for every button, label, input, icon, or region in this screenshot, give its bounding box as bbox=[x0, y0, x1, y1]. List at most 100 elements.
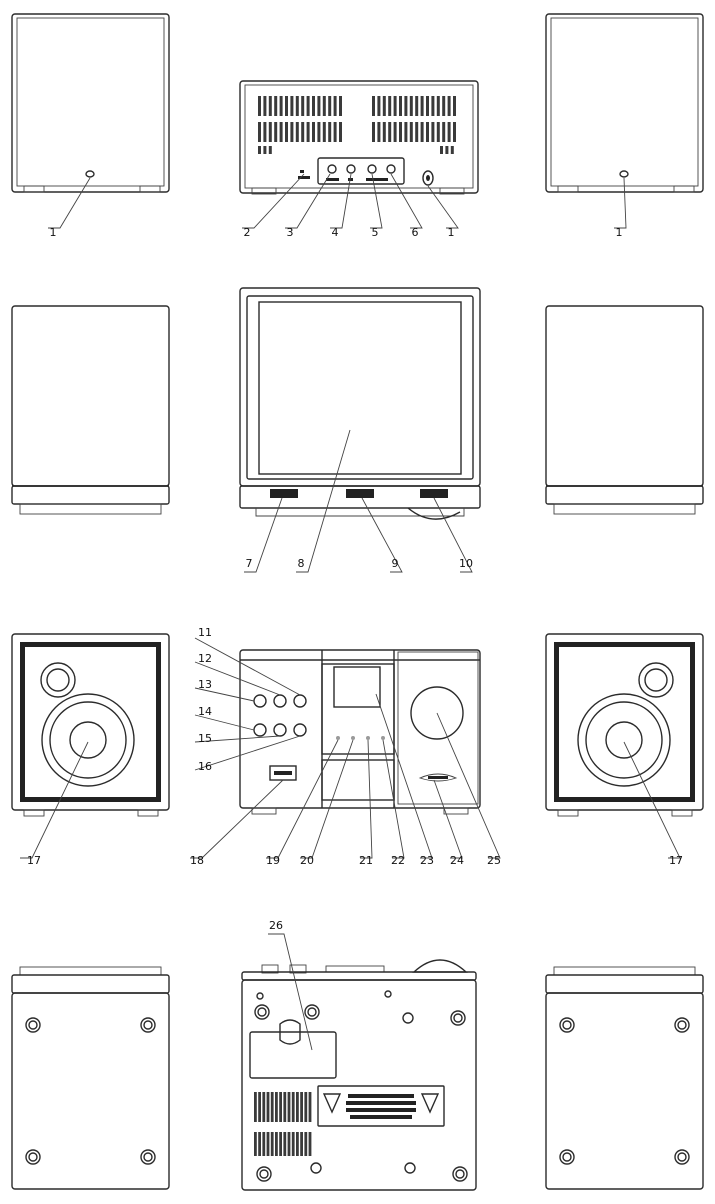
vent-slot bbox=[317, 122, 321, 142]
vent-slot bbox=[263, 96, 267, 116]
vent-slot bbox=[291, 1092, 295, 1122]
callout-19: 19 bbox=[266, 854, 280, 867]
vent-slot bbox=[308, 1132, 312, 1156]
callout-7: 7 bbox=[246, 557, 253, 570]
callout-1: 1 bbox=[616, 226, 623, 239]
callout-20: 20 bbox=[300, 854, 314, 867]
ventilation-grille bbox=[258, 96, 456, 154]
callout-12: 12 bbox=[198, 652, 212, 665]
vent-slot bbox=[372, 122, 375, 142]
callout-22: 22 bbox=[391, 854, 405, 867]
callout-2: 2 bbox=[244, 226, 251, 239]
vent-slot bbox=[453, 96, 456, 116]
vent-slot bbox=[436, 122, 440, 142]
vent-slot bbox=[388, 122, 392, 142]
vent-slot bbox=[306, 96, 310, 116]
vent-slot bbox=[254, 1092, 257, 1122]
cd-center-slider bbox=[346, 489, 374, 498]
callout-13: 13 bbox=[198, 678, 212, 691]
vent-slot bbox=[328, 96, 332, 116]
vent-slot bbox=[393, 122, 397, 142]
volume-knob-icon bbox=[410, 686, 464, 740]
callout-17: 17 bbox=[27, 854, 41, 867]
vent-slot bbox=[285, 96, 288, 116]
vent-slot bbox=[426, 96, 429, 116]
vent-slot bbox=[440, 146, 443, 154]
vent-slot bbox=[258, 122, 261, 142]
cd-skip-slider bbox=[270, 489, 298, 498]
vent-slot bbox=[426, 122, 429, 142]
vent-slot bbox=[300, 1132, 303, 1156]
callout-3: 3 bbox=[287, 226, 294, 239]
control-button bbox=[293, 723, 307, 737]
vent-slot bbox=[436, 96, 440, 116]
vent-slot bbox=[300, 1092, 303, 1122]
callout-21: 21 bbox=[359, 854, 373, 867]
vent-slot bbox=[420, 122, 424, 142]
speaker-wire-hole bbox=[85, 170, 95, 178]
sd-card-slot bbox=[418, 773, 458, 782]
tweeter bbox=[40, 662, 76, 698]
callout-4: 4 bbox=[332, 226, 339, 239]
vent-slot bbox=[258, 1092, 261, 1122]
tweeter bbox=[638, 662, 674, 698]
vent-slot bbox=[301, 122, 305, 142]
vent-slot bbox=[263, 146, 267, 154]
speaker-wire-hole bbox=[422, 170, 434, 186]
main-unit-front bbox=[239, 649, 481, 815]
woofer bbox=[577, 693, 671, 787]
vent-slot bbox=[308, 1092, 312, 1122]
audio-jack-icon bbox=[367, 164, 377, 174]
vent-slot bbox=[290, 96, 294, 116]
vent-slot bbox=[399, 122, 402, 142]
callout-8: 8 bbox=[298, 557, 305, 570]
vent-slot bbox=[262, 1132, 266, 1156]
callout-16: 16 bbox=[198, 760, 212, 773]
callout-17: 17 bbox=[669, 854, 683, 867]
vent-slot bbox=[420, 96, 424, 116]
left-speaker-bottom bbox=[11, 966, 170, 1190]
vent-slot bbox=[328, 122, 332, 142]
audio-jack-icon bbox=[386, 164, 396, 174]
vent-slot bbox=[275, 1092, 278, 1122]
vent-slot bbox=[445, 146, 449, 154]
vent-slot bbox=[442, 96, 446, 116]
vent-slot bbox=[377, 122, 381, 142]
vent-slot bbox=[415, 96, 419, 116]
vent-slot bbox=[262, 1092, 266, 1122]
lcd-display bbox=[333, 666, 381, 708]
vent-slot bbox=[404, 96, 408, 116]
vent-slot bbox=[450, 146, 454, 154]
vent-slot bbox=[279, 1132, 282, 1156]
callout-18: 18 bbox=[190, 854, 204, 867]
vent-slot bbox=[304, 1092, 308, 1122]
vent-slot bbox=[409, 96, 413, 116]
rear-view bbox=[11, 13, 704, 229]
vent-slot bbox=[304, 1132, 308, 1156]
audio-jack-icon bbox=[346, 164, 356, 174]
vent-slot bbox=[415, 122, 419, 142]
audio-jack-icon bbox=[327, 164, 337, 174]
warning-triangle-icon bbox=[322, 1093, 342, 1114]
vent-slot bbox=[317, 96, 321, 116]
vent-slot bbox=[270, 1092, 274, 1122]
vent-slot bbox=[291, 1132, 295, 1156]
top-view bbox=[11, 287, 704, 573]
vent-slot bbox=[301, 96, 305, 116]
right-speaker-bottom bbox=[545, 966, 704, 1190]
front-view bbox=[11, 633, 704, 859]
vent-slot bbox=[268, 122, 272, 142]
vent-slot bbox=[283, 1132, 287, 1156]
vent-slot bbox=[296, 1132, 299, 1156]
vent-slot bbox=[372, 96, 375, 116]
right-speaker-front bbox=[545, 633, 704, 817]
main-unit-bottom bbox=[241, 959, 477, 1191]
left-speaker-top bbox=[11, 305, 170, 515]
right-speaker-rear bbox=[545, 13, 704, 193]
control-button bbox=[253, 694, 267, 708]
vent-slot bbox=[453, 122, 456, 142]
vent-slot bbox=[258, 96, 261, 116]
bottom-view bbox=[11, 933, 704, 1191]
vent-slot bbox=[287, 1132, 291, 1156]
